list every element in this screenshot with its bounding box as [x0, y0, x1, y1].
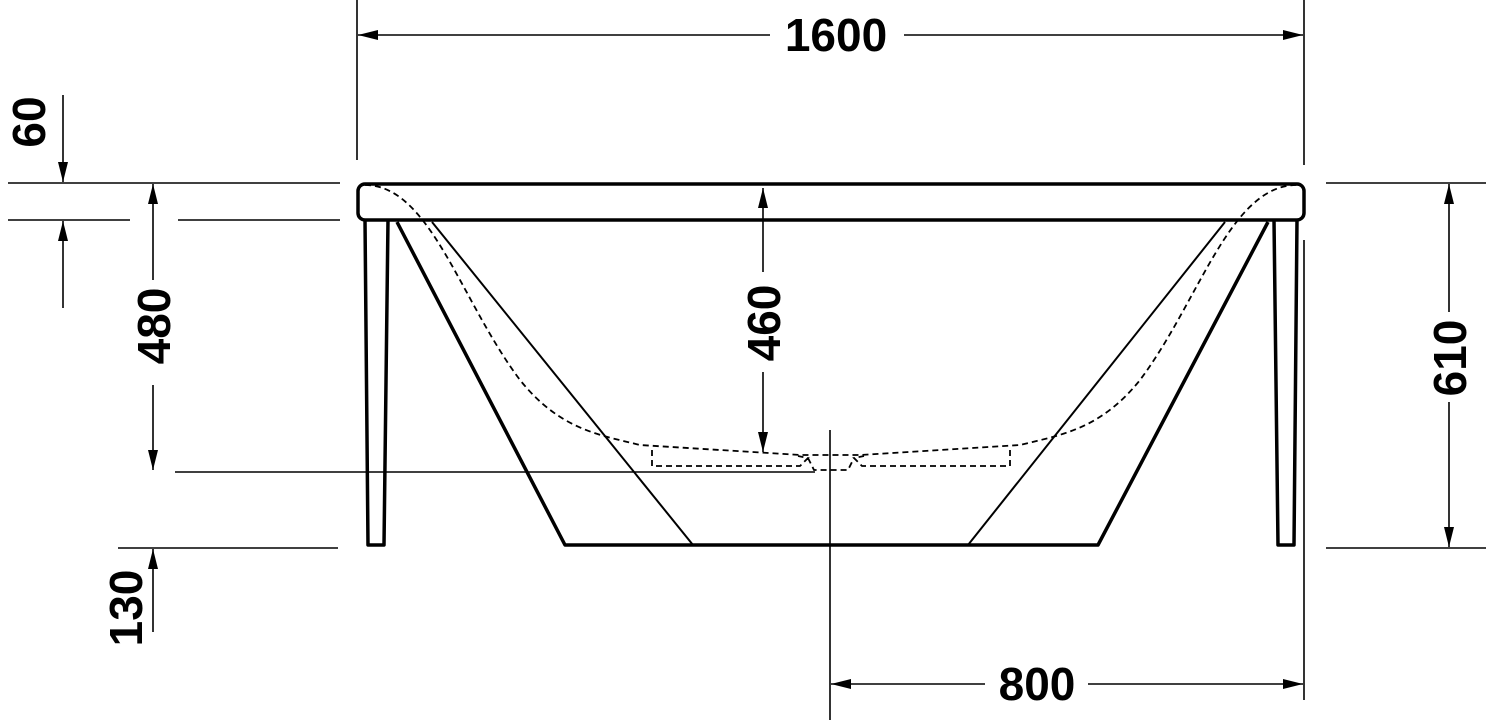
extension-lines	[8, 0, 1486, 720]
left-leg	[363, 219, 390, 547]
dim-label-1600: 1600	[785, 9, 887, 61]
inner-line-left	[431, 221, 694, 546]
drain-hidden-line	[651, 450, 1011, 471]
right-leg	[1272, 219, 1299, 547]
dim-label-460: 460	[738, 285, 790, 362]
dim-480: 480	[128, 184, 180, 470]
tub-body	[395, 221, 1270, 547]
dim-leg-clearance: 130	[100, 549, 158, 647]
dim-label-480: 480	[128, 288, 180, 365]
dim-rim-thickness: 60	[3, 95, 68, 308]
dim-label-610: 610	[1424, 320, 1476, 397]
dim-label-800: 800	[999, 658, 1076, 710]
dim-overall-height: 610	[1424, 184, 1476, 547]
dim-half-length: 800	[831, 658, 1303, 710]
inner-basin-hidden-line	[364, 184, 1298, 456]
bathtub-outline	[356, 182, 1306, 547]
inner-line-right	[967, 221, 1226, 546]
dim-overall-length: 1600	[358, 9, 1303, 61]
dim-label-60: 60	[3, 96, 55, 147]
dim-label-130: 130	[100, 570, 152, 647]
tub-rim	[356, 182, 1306, 222]
dim-inner-depth: 460	[738, 188, 790, 452]
